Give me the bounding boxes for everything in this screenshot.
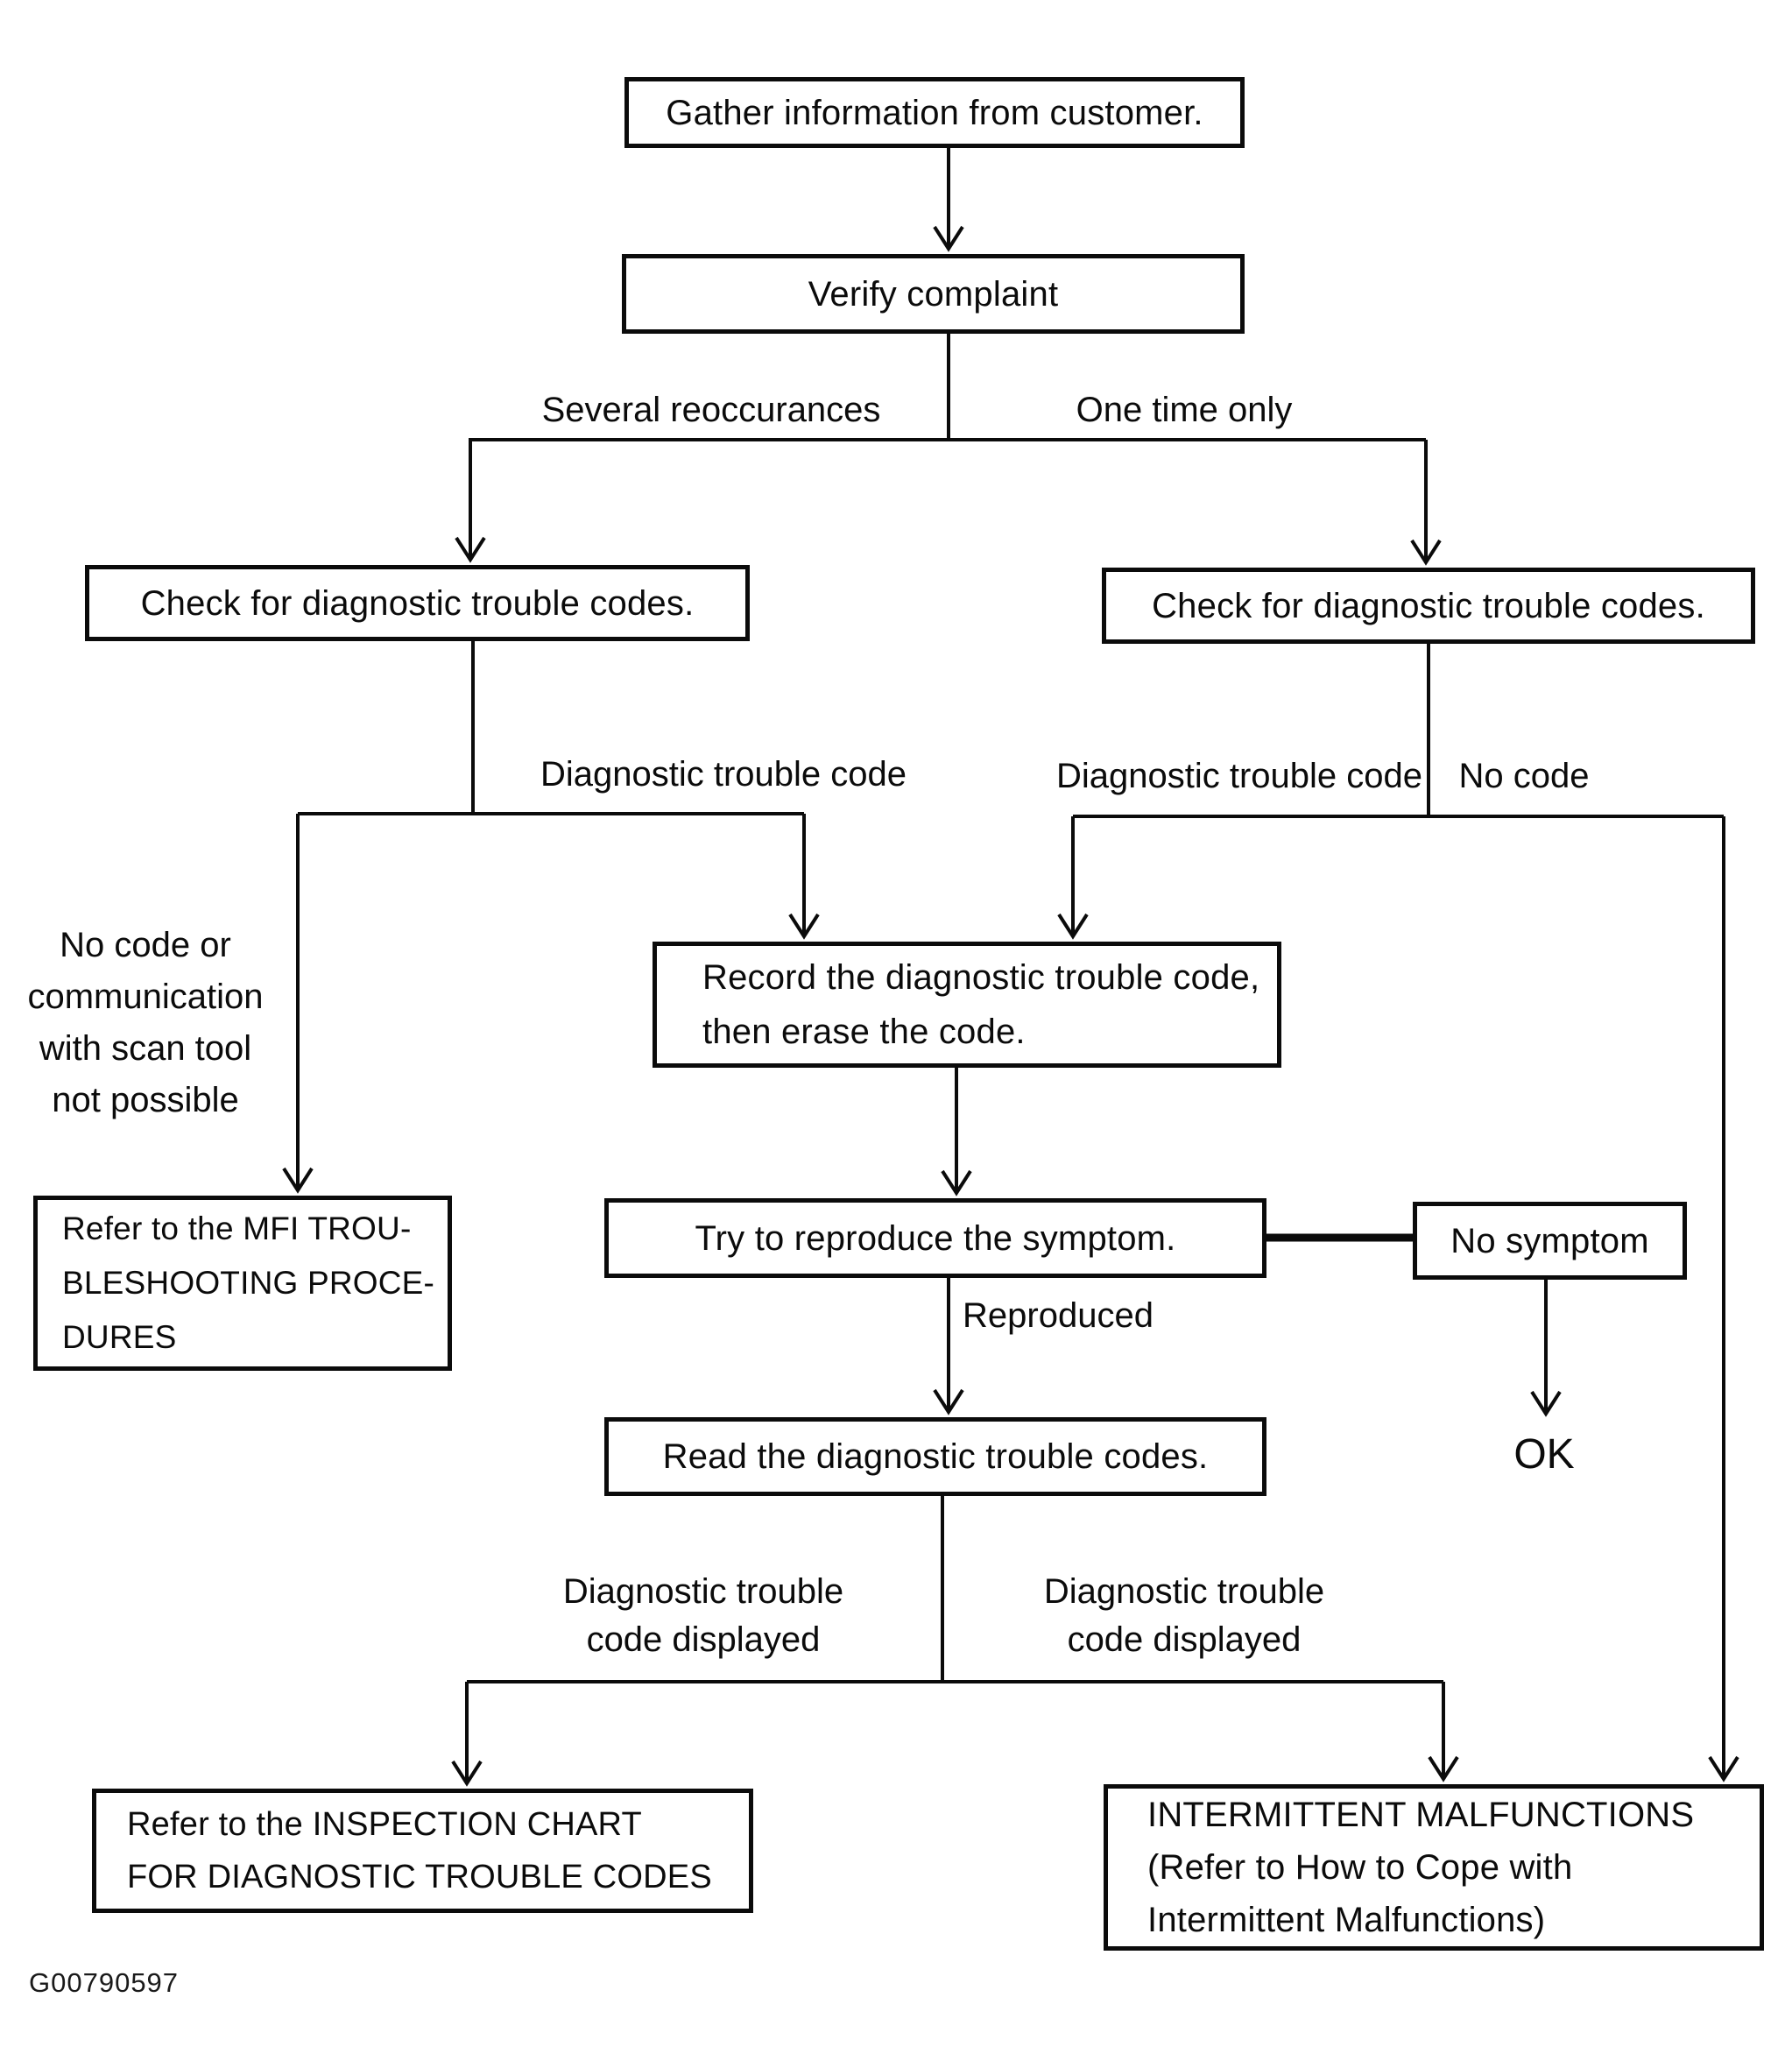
node-inspection-chart: Refer to the INSPECTION CHART FOR DIAGNO… xyxy=(92,1789,753,1913)
label-no-code: No code xyxy=(1458,757,1590,795)
arrowhead-down-icon xyxy=(282,1167,314,1194)
node-label-line: Refer to the INSPECTION CHART xyxy=(127,1806,642,1843)
label-diagnostic-trouble-code-left: Diagnostic trouble code xyxy=(540,755,907,794)
arrowhead-down-icon xyxy=(788,913,820,940)
label-dtc-displayed-right: Diagnostic trouble code displayed xyxy=(1044,1568,1324,1664)
node-label-line: Record the diagnostic trouble code, xyxy=(702,958,1260,997)
node-try-reproduce-symptom: Try to reproduce the symptom. xyxy=(604,1198,1266,1278)
node-label: Read the diagnostic trouble codes. xyxy=(662,1437,1209,1476)
node-record-erase-code: Record the diagnostic trouble code, then… xyxy=(653,942,1281,1068)
label-line: Diagnostic trouble xyxy=(1043,1572,1325,1611)
node-check-codes-right: Check for diagnostic trouble codes. xyxy=(1102,568,1755,644)
label-dtc-displayed-left: Diagnostic trouble code displayed xyxy=(563,1568,843,1664)
node-label-line: BLESHOOTING PROCE- xyxy=(62,1265,435,1301)
label-reproduced: Reproduced xyxy=(963,1296,1154,1335)
label-several-reoccurances: Several reoccurances xyxy=(541,391,881,429)
node-label-line: INTERMITTENT MALFUNCTIONS xyxy=(1147,1796,1695,1834)
arrowhead-down-icon xyxy=(933,225,964,252)
arrowhead-down-icon xyxy=(1530,1390,1562,1417)
label-line: with scan tool xyxy=(39,1029,252,1068)
label-line: communication xyxy=(27,978,264,1016)
node-check-codes-left: Check for diagnostic trouble codes. xyxy=(85,565,750,641)
label-no-code-communication: No code or communication with scan tool … xyxy=(27,920,263,1126)
node-label-line: then erase the code. xyxy=(702,1013,1026,1051)
node-read-trouble-codes: Read the diagnostic trouble codes. xyxy=(604,1417,1266,1496)
arrowhead-down-icon xyxy=(1708,1755,1739,1782)
node-label: No symptom xyxy=(1450,1221,1649,1260)
arrowhead-down-icon xyxy=(1428,1755,1459,1782)
figure-id-caption: G00790597 xyxy=(29,1967,180,1998)
node-label: Try to reproduce the symptom. xyxy=(695,1218,1176,1258)
label-line: code displayed xyxy=(586,1620,821,1659)
label-one-time-only: One time only xyxy=(1076,391,1293,429)
node-intermittent-malfunctions: INTERMITTENT MALFUNCTIONS (Refer to How … xyxy=(1104,1784,1764,1951)
node-no-symptom: No symptom xyxy=(1413,1202,1687,1280)
node-label-line: (Refer to How to Cope with xyxy=(1147,1848,1573,1887)
label-line: code displayed xyxy=(1067,1620,1302,1659)
node-label: Check for diagnostic trouble codes. xyxy=(140,583,695,623)
node-mfi-troubleshooting: Refer to the MFI TROU- BLESHOOTING PROCE… xyxy=(33,1196,452,1371)
label-ok: OK xyxy=(1513,1431,1575,1478)
label-line: not possible xyxy=(52,1081,239,1119)
arrowhead-down-icon xyxy=(941,1169,972,1196)
node-label-line: Intermittent Malfunctions) xyxy=(1147,1901,1546,1939)
arrowhead-down-icon xyxy=(451,1760,483,1787)
node-gather-information: Gather information from customer. xyxy=(624,77,1245,148)
node-verify-complaint: Verify complaint xyxy=(622,254,1245,334)
node-label: Check for diagnostic trouble codes. xyxy=(1152,586,1705,625)
node-label-line: Refer to the MFI TROU- xyxy=(62,1210,412,1246)
node-label: Verify complaint xyxy=(808,274,1059,314)
arrowhead-down-icon xyxy=(1057,913,1089,940)
label-diagnostic-trouble-code-right: Diagnostic trouble code xyxy=(1055,757,1423,795)
label-line: Diagnostic trouble xyxy=(562,1572,844,1611)
arrowhead-down-icon xyxy=(1410,539,1442,566)
arrowhead-down-icon xyxy=(933,1388,964,1415)
node-label-line: DURES xyxy=(62,1319,177,1355)
label-line: No code or xyxy=(60,926,231,964)
arrowhead-down-icon xyxy=(455,536,486,563)
node-label-line: FOR DIAGNOSTIC TROUBLE CODES xyxy=(127,1859,712,1895)
node-label: Gather information from customer. xyxy=(666,93,1203,132)
